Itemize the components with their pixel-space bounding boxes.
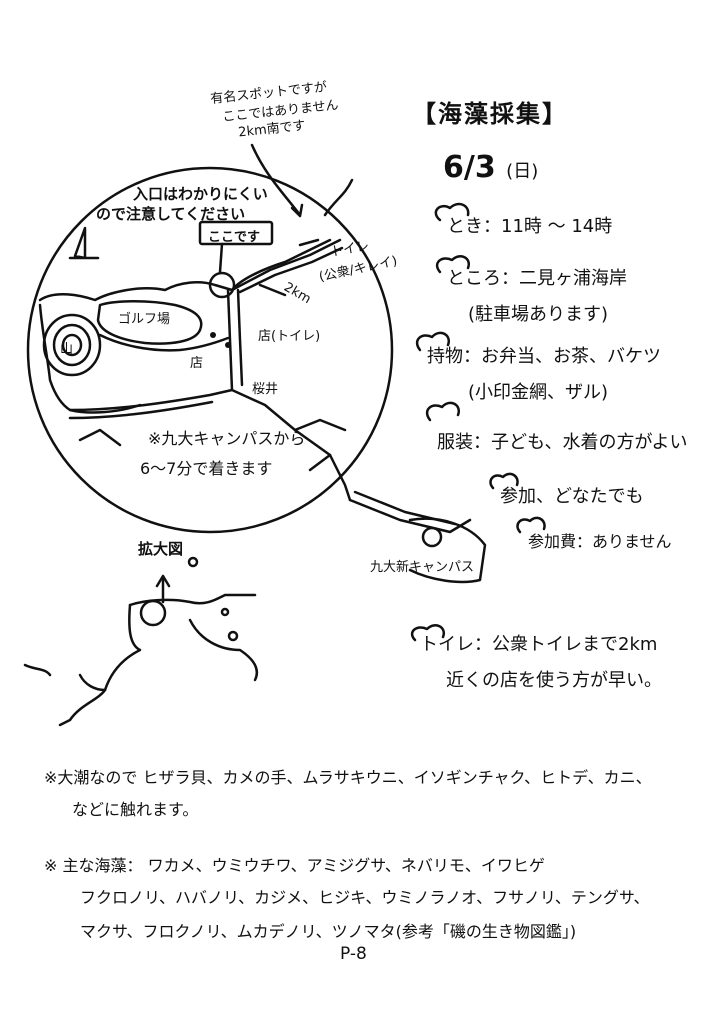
info-toilet-2: 近くの店を使う方が早い。 [446, 670, 662, 691]
campus-note-2: 6〜7分で着きます [140, 459, 273, 478]
seaweed-note-1: ※ 主な海藻： ワカメ、ウミウチワ、アミジグサ、ネバリモ、イワヒゲ [44, 856, 545, 875]
seaweed-note-2: フクロノリ、ハバノリ、カジメ、ヒジキ、ウミノラノオ、フサノリ、テングサ、 [80, 888, 650, 907]
info-fee: 参加費：ありません [528, 532, 672, 551]
here-label-box [198, 220, 274, 246]
tide-note-1: ※大潮なので ヒザラ貝、カメの手、ムラサキウニ、イソギンチャク、ヒトデ、カニ、 [44, 768, 652, 787]
here-label: ここです [208, 230, 261, 245]
mountain-label: 山 [60, 342, 74, 357]
mountain-contour [42, 313, 102, 377]
enlarged-map-label: 拡大図 [138, 540, 184, 558]
event-date-value: 6/3 [443, 150, 496, 185]
seaweed-note-3: マクサ、フロクノリ、ムカデノリ、ツノマタ(参考「磯の生き物図鑑」) [80, 922, 577, 941]
golf-course-outline [96, 300, 203, 345]
map-circle [26, 166, 394, 534]
info-place-1: ところ：二見ヶ浦海岸 [447, 268, 627, 289]
new-campus-label: 九大新キャンパス [370, 560, 475, 575]
shop-toilet-label: 店(トイレ) [258, 329, 321, 344]
here-marker [208, 271, 236, 299]
event-title: 【海藻採集】 [412, 100, 568, 128]
event-weekday: (日) [506, 161, 539, 182]
info-place-2: (駐車場あります) [468, 304, 609, 325]
entrance-note-1: 入口はわかりにくい [133, 185, 268, 203]
new-campus-mark [421, 526, 443, 548]
info-join: 参加、どなたでも [500, 486, 644, 507]
inset-coastline [128, 593, 257, 607]
sailboat [68, 226, 100, 260]
info-toilet-1: トイレ：公衆トイレまで2km [420, 634, 658, 655]
main-road [226, 288, 352, 502]
sakurai-label: 桜井 [252, 382, 279, 397]
shop-label: 店 [190, 356, 204, 371]
info-items-2: (小印金網、ザル) [468, 382, 609, 403]
tide-note-2: などに触れます。 [72, 800, 199, 819]
coastline [38, 238, 332, 302]
golf-course-label: ゴルフ場 [118, 312, 171, 327]
page-number: P-8 [340, 944, 367, 964]
entrance-note-2: ので注意してください [96, 205, 246, 223]
event-date: 6/3 (日) [443, 150, 538, 185]
info-items-1: 持物：お弁当、お茶、バケツ [427, 346, 661, 367]
campus-note-1: ※九大キャンパスから [148, 429, 306, 448]
info-clothes: 服装：子ども、水着の方がよい [437, 432, 688, 453]
info-time: とき：11時 〜 14時 [447, 216, 613, 237]
